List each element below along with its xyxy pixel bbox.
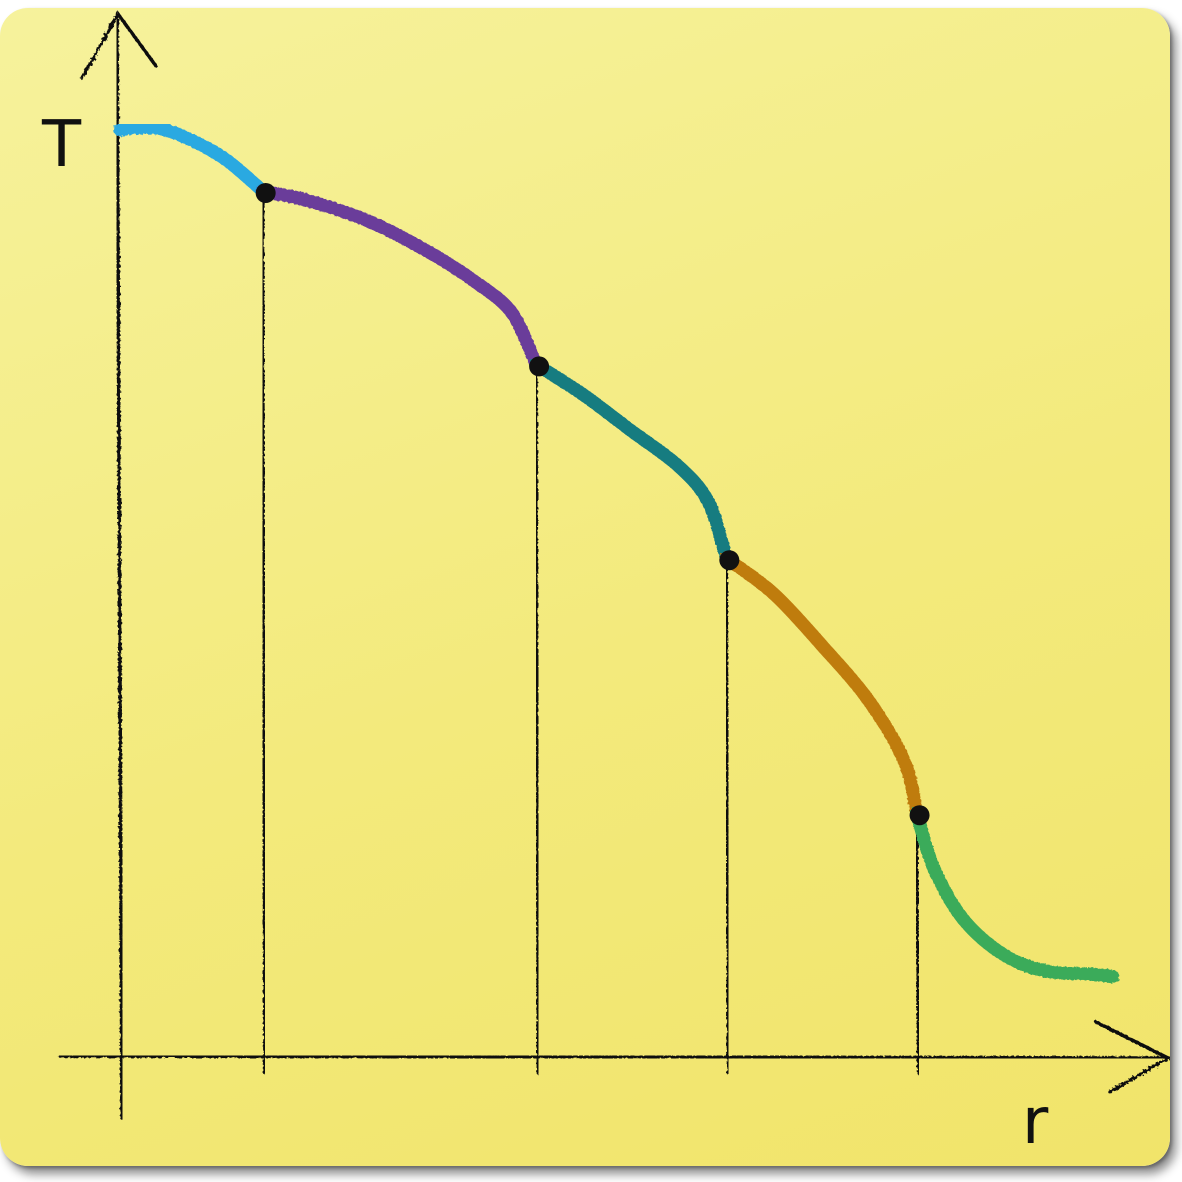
chart-card: T r bbox=[0, 8, 1170, 1166]
drop-line-2 bbox=[534, 362, 540, 1075]
series-line-4 bbox=[719, 551, 924, 820]
drop-line-4 bbox=[915, 811, 921, 1075]
y-axis-line bbox=[115, 12, 124, 1120]
series-line-3 bbox=[529, 357, 733, 565]
x-axis-line bbox=[58, 1054, 1170, 1060]
series-line-2 bbox=[256, 184, 543, 371]
drop-line-3 bbox=[724, 556, 730, 1075]
x-axis-arrow bbox=[1094, 1020, 1170, 1094]
y-axis-label: T bbox=[41, 108, 82, 182]
y-axis-arrow bbox=[80, 10, 158, 80]
drop-lines bbox=[261, 189, 921, 1075]
breakpoints bbox=[255, 183, 930, 826]
breakpoint-1 bbox=[255, 183, 276, 203]
axes bbox=[58, 10, 1170, 1120]
x-axis-label: r bbox=[1022, 1085, 1049, 1159]
drop-line-1 bbox=[261, 189, 267, 1075]
breakpoint-4 bbox=[909, 805, 930, 826]
series-line-1 bbox=[113, 120, 270, 198]
series-line-5 bbox=[910, 806, 1120, 983]
breakpoint-3 bbox=[719, 550, 740, 571]
breakpoint-2 bbox=[529, 356, 550, 377]
chart-plot: T r bbox=[41, 10, 1170, 1159]
series-lines bbox=[113, 120, 1120, 983]
